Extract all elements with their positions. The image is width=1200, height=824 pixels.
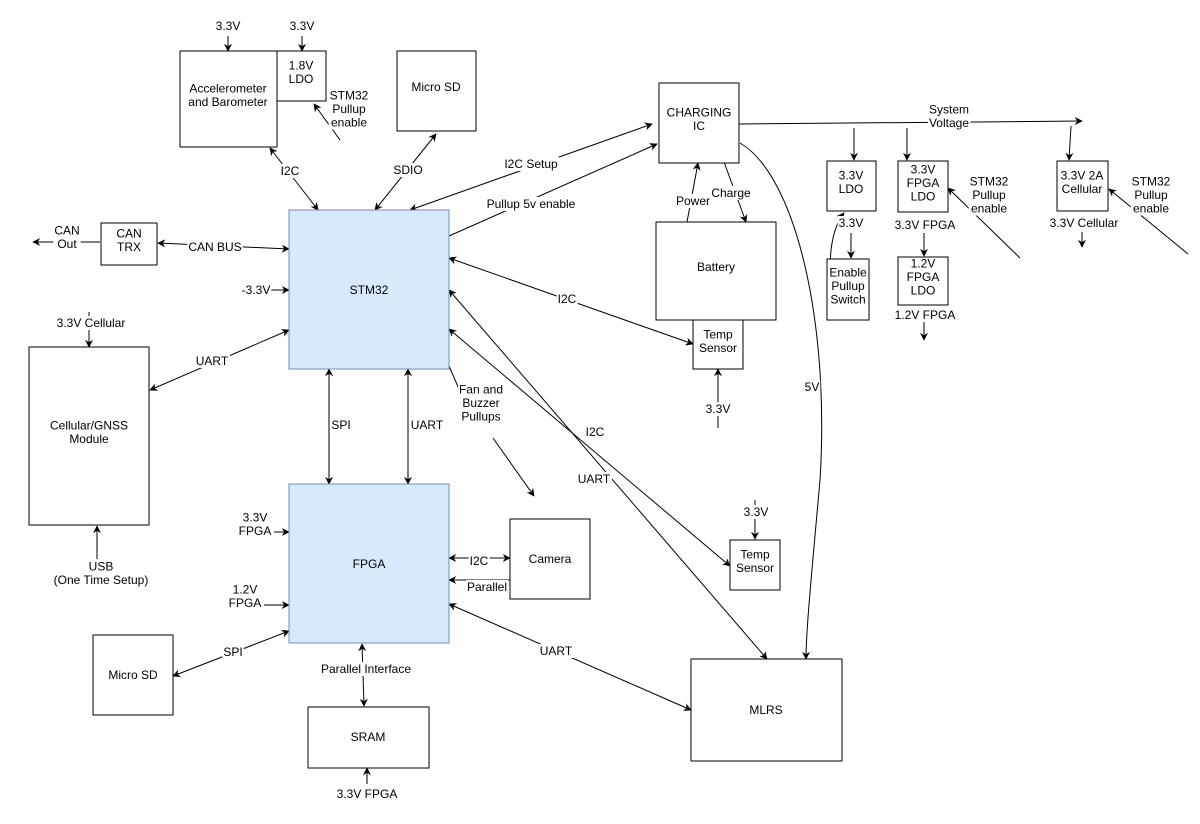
label-cellular-power-in: 3.3V Cellular [57,316,126,330]
label-parallel: Parallel [467,580,507,594]
cellular-ldo-block [1056,160,1109,212]
wire-pullup-5v [448,143,658,237]
label-parallel-interface: Parallel Interface [321,662,411,676]
wire-system-voltage [738,117,1083,126]
temp-sensor-1-block [692,319,744,370]
charging-ic-block [658,82,740,164]
label-5v: 5V [805,380,820,394]
ldo18-block [276,50,327,102]
label-sdio: SDIO [393,163,422,177]
label-i2c-setup: I2C Setup [504,157,558,171]
can-trx-block [100,222,158,266]
label-charge: Charge [711,186,751,200]
label-spi-sd: SPI [223,645,242,659]
accelerometer-block [179,50,278,148]
battery-label: Battery [697,260,735,274]
label-cellular-3v3: 3.3V Cellular [1050,216,1119,230]
label-3v3-temp2: 3.3V [744,505,769,519]
label-uart-mlrs-bottom: UART [540,644,573,658]
label-uart-cellular: UART [196,354,229,368]
label-3v3-temp1: 3.3V [706,402,731,416]
wire-accel-i2c [269,147,319,211]
wire-5v [739,142,823,660]
label-fpga-1v2: 1.2V FPGA [895,308,956,322]
label-i2c-temp2: I2C [586,425,605,439]
microsd-bottom-block [92,634,174,716]
wire-fan-b [492,437,535,497]
mlrs-block [690,658,843,762]
camera-label: Camera [529,552,572,566]
fpga-block [288,483,450,644]
label-3v3-ldo18: 3.3V [290,19,315,33]
label-spi-mid: SPI [331,418,350,432]
label-uart-mid: UART [411,418,444,432]
label-i2c-temp1: I2C [558,292,577,306]
connections [32,36,1189,784]
wire-cellular-pullup [1108,188,1189,255]
label-fpga-3v3: 3.3V FPGA [895,218,956,232]
fpga-ldo33-block [897,160,949,213]
label-usb: USB(One Time Setup) [54,559,149,587]
blocks [28,50,1109,769]
ldo33-block [826,160,877,212]
label-power: Power [676,194,710,208]
microsd-bottom-label: Micro SD [108,668,158,682]
label-i2c-accel: I2C [281,164,300,178]
microsd-top-label: Micro SD [411,80,461,94]
label-can-bus: CAN BUS [188,240,241,254]
label-pullup-5v: Pullup 5v enable [487,197,576,211]
label-ldo-out-3v3: 3.3V [839,216,864,230]
battery-block [655,221,777,321]
fpga-label: FPGA [353,557,386,571]
camera-block [509,518,591,600]
wire-ldo18-pullup [313,103,341,141]
label-sram-power: 3.3V FPGA [337,787,398,801]
wire-power [686,162,701,223]
pullup-switch-block [826,258,870,321]
label-neg-3v3: -3.3V [242,283,271,297]
stm32-block [288,209,450,370]
microsd-top-block [396,50,477,132]
sram-label: SRAM [351,730,386,744]
stm32-label: STM32 [350,283,389,297]
temp-sensor-2-block [729,539,781,591]
label-uart-mlrs-top: UART [578,472,611,486]
mlrs-label: MLRS [749,703,782,717]
wire-fpga-ldo-pullup [947,187,1021,259]
cellular-module-block [28,346,150,526]
label-i2c-camera: I2C [470,554,489,568]
wire-cellular-ldo-in [1065,125,1074,161]
sram-block [307,706,430,769]
fpga-ldo12-block [897,256,949,306]
label-3v3-accel: 3.3V [216,19,241,33]
